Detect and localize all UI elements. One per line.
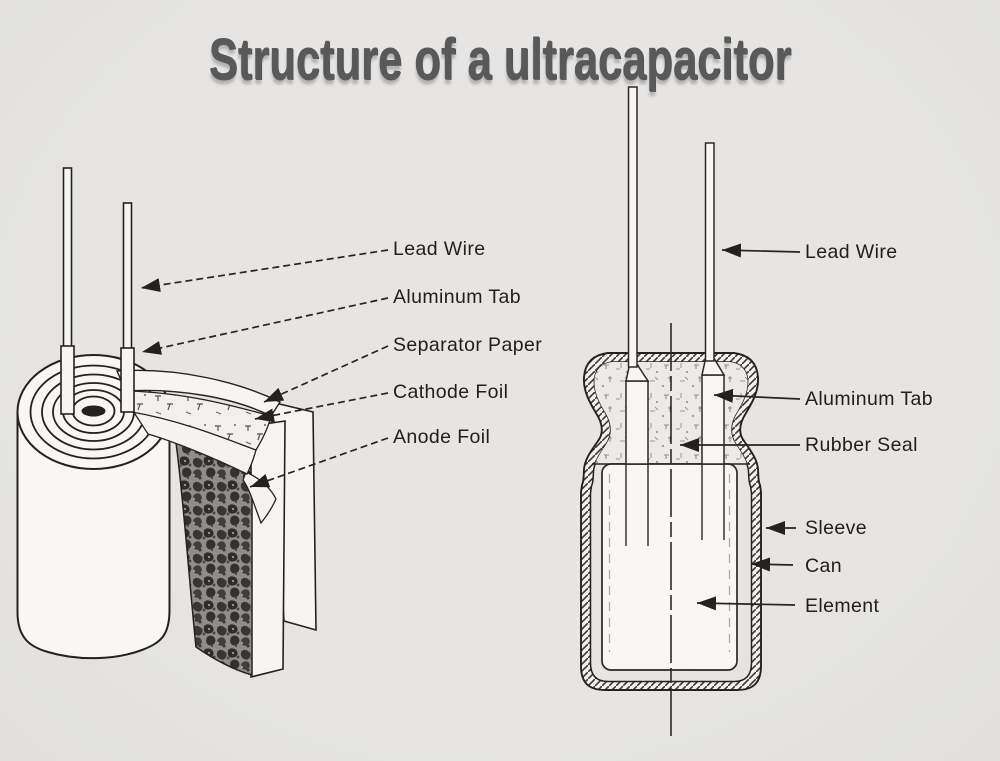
printed-separator-sheet (125, 390, 272, 451)
label-aluminum-tab-right: Aluminum Tab (805, 388, 933, 410)
label-anode-foil: Anode Foil (393, 426, 491, 448)
page-title: Structure of a ultracapacitor (208, 27, 792, 92)
sleeve-outline (580, 352, 762, 691)
can-wire-right (704, 142, 715, 362)
leader-anode-foil (249, 437, 389, 488)
leader-element (696, 596, 796, 611)
spiral-center-core (81, 405, 106, 417)
roll-tab-left (60, 345, 75, 415)
can-tab-right (701, 374, 725, 465)
label-separator-paper: Separator Paper (393, 334, 543, 356)
can-tab-left (625, 380, 649, 465)
roll-lead-wires (60, 167, 135, 415)
label-lead-wire-right: Lead Wire (805, 241, 898, 263)
label-lead-wire-left: Lead Wire (393, 238, 486, 260)
label-can: Can (805, 555, 842, 577)
label-aluminum-tab-left: Aluminum Tab (393, 286, 521, 308)
label-sleeve: Sleeve (805, 517, 868, 539)
roll-wire-left (62, 167, 73, 350)
can-wire-left (627, 86, 638, 368)
tab-continuation-lines (625, 464, 725, 546)
label-cathode-foil: Cathode Foil (393, 381, 509, 403)
roll-tab-right (120, 347, 135, 413)
back-sheet-middle (250, 420, 286, 679)
leader-aluminum-tab-right (713, 388, 801, 403)
label-element: Element (805, 595, 880, 617)
leader-cathode-foil (254, 392, 389, 423)
roll-wire-right (122, 202, 133, 352)
label-rubber-seal: Rubber Seal (805, 434, 918, 456)
element-winding-lines (608, 474, 731, 652)
page-title-wrap: Structure of a ultracapacitor (125, 30, 875, 90)
roll-body (16, 412, 171, 660)
leader-can (750, 557, 794, 572)
separator-paper-sheet (115, 369, 282, 417)
leader-lead-wire-right (721, 243, 801, 258)
roll-diagram (16, 167, 317, 679)
can-diagram (580, 86, 762, 737)
element-body (601, 463, 738, 671)
leader-lead-wire-left (140, 249, 389, 293)
leader-aluminum-tab-left (141, 297, 389, 355)
leader-lines (140, 243, 801, 611)
leader-separator-paper (263, 345, 389, 403)
